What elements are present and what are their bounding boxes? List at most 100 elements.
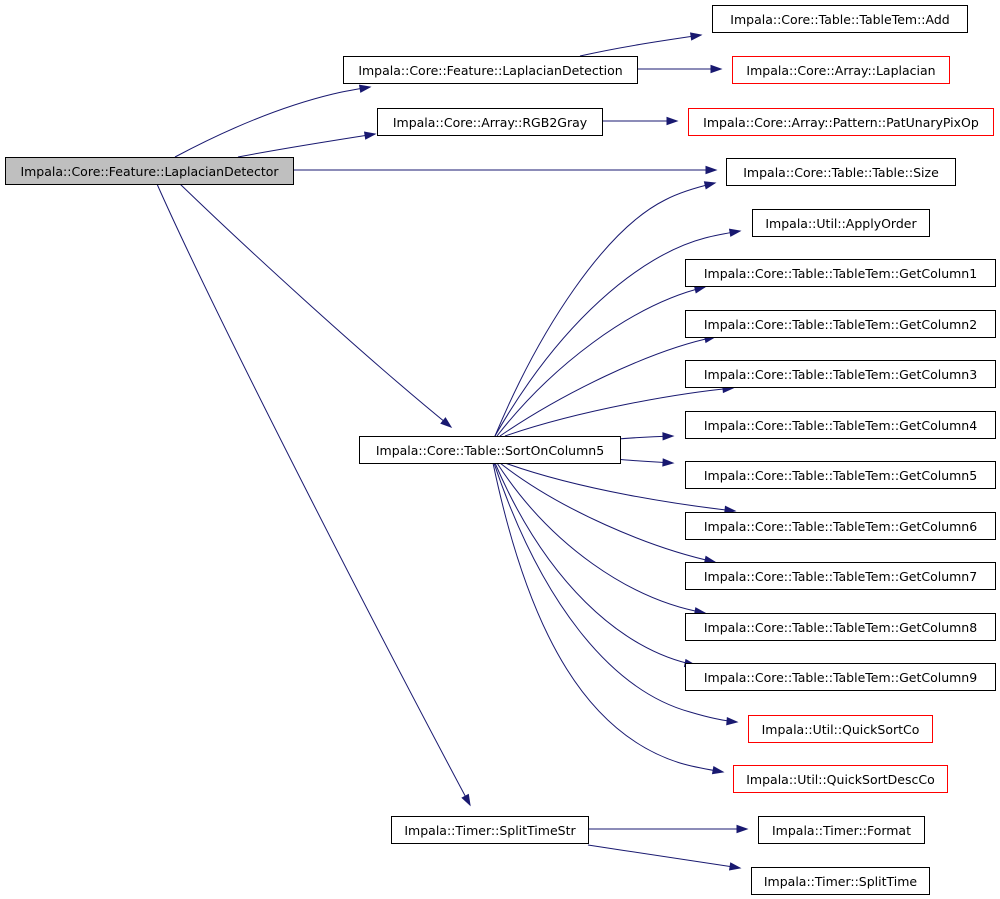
node-gc9[interactable]: Impala::Core::Table::TableTem::GetColumn… [685, 663, 996, 691]
edge-line-root-split [156, 183, 471, 806]
node-gc7[interactable]: Impala::Core::Table::TableTem::GetColumn… [685, 562, 996, 590]
edge-sort-gc5 [614, 458, 675, 467]
node-label-qsd: Impala::Util::QuickSortDescCo [746, 772, 934, 787]
node-label-pat: Impala::Core::Array::Pattern::PatUnaryPi… [703, 115, 979, 130]
node-lap[interactable]: Impala::Core::Array::Laplacian [732, 56, 950, 84]
node-gc5[interactable]: Impala::Core::Table::TableTem::GetColumn… [685, 461, 996, 489]
edge-arrowhead-root-rgb [363, 131, 377, 140]
node-label-gc5: Impala::Core::Table::TableTem::GetColumn… [704, 468, 977, 483]
node-st[interactable]: Impala::Timer::SplitTime [751, 867, 930, 895]
node-label-root: Impala::Core::Feature::LaplacianDetector [20, 164, 279, 179]
edge-line-ld-add [579, 34, 702, 57]
node-label-gc6: Impala::Core::Table::TableTem::GetColumn… [704, 519, 977, 534]
node-box-fmt [758, 816, 925, 844]
node-label-gc7: Impala::Core::Table::TableTem::GetColumn… [704, 569, 977, 584]
node-label-gc3: Impala::Core::Table::TableTem::GetColumn… [704, 367, 977, 382]
node-box-gc5 [685, 461, 996, 489]
edge-arrowhead-sort-gc4 [662, 432, 675, 441]
edge-arrowhead-root-size [705, 165, 718, 175]
node-gc8[interactable]: Impala::Core::Table::TableTem::GetColumn… [685, 613, 996, 641]
edge-line-root-ld [174, 86, 371, 158]
node-gc3[interactable]: Impala::Core::Table::TableTem::GetColumn… [685, 360, 996, 388]
edge-arrowhead-ld-add [690, 32, 703, 41]
edge-rgb-pat [602, 116, 679, 126]
edge-arrowhead-root-split [461, 793, 471, 807]
node-box-root [5, 157, 294, 185]
node-box-gc3 [685, 360, 996, 388]
edge-sort-size [494, 181, 717, 437]
edge-root-size [293, 165, 718, 175]
node-ld[interactable]: Impala::Core::Feature::LaplacianDetectio… [343, 56, 638, 84]
edge-line-split-st [587, 844, 741, 869]
edge-line-root-sort [179, 183, 452, 428]
node-box-size [726, 158, 956, 186]
edge-arrowhead-root-sort [440, 417, 453, 428]
edge-ld-lap [637, 64, 723, 74]
edge-line-sort-gc9 [494, 462, 696, 666]
node-box-sort [359, 436, 621, 464]
node-fmt[interactable]: Impala::Timer::Format [758, 816, 925, 844]
node-box-st [751, 867, 930, 895]
node-label-gc8: Impala::Core::Table::TableTem::GetColumn… [704, 620, 977, 635]
edge-line-root-rgb [237, 133, 376, 158]
edge-line-sort-apply [494, 230, 741, 437]
node-box-gc1 [685, 259, 996, 287]
edge-line-sort-gc6 [504, 462, 736, 512]
edge-root-split [156, 183, 471, 807]
edge-root-ld [174, 84, 372, 158]
edge-arrowhead-rgb-pat [666, 116, 679, 126]
node-pat[interactable]: Impala::Core::Array::Pattern::PatUnaryPi… [688, 108, 994, 136]
node-box-qs [748, 715, 933, 743]
edge-line-sort-gc8 [496, 462, 706, 614]
node-label-gc4: Impala::Core::Table::TableTem::GetColumn… [704, 418, 977, 433]
node-sort[interactable]: Impala::Core::Table::SortOnColumn5 [359, 436, 621, 464]
node-label-size: Impala::Core::Table::Table::Size [743, 165, 939, 180]
node-split[interactable]: Impala::Timer::SplitTimeStr [391, 816, 589, 844]
node-label-rgb: Impala::Core::Array::RGB2Gray [393, 115, 588, 130]
node-qs[interactable]: Impala::Util::QuickSortCo [748, 715, 933, 743]
edge-arrowhead-sort-gc5 [662, 458, 675, 467]
edge-sort-gc2 [499, 334, 717, 437]
edge-ld-add [579, 32, 703, 57]
node-label-fmt: Impala::Timer::Format [772, 823, 911, 838]
edge-arrowhead-ld-lap [710, 64, 723, 74]
edge-layer [156, 32, 749, 871]
node-box-rgb [377, 108, 603, 136]
node-box-split [391, 816, 589, 844]
edge-sort-gc8 [496, 462, 707, 616]
edge-line-sort-gc1 [496, 286, 706, 437]
edge-line-sort-size [494, 182, 716, 437]
node-gc6[interactable]: Impala::Core::Table::TableTem::GetColumn… [685, 512, 996, 540]
node-qsd[interactable]: Impala::Util::QuickSortDescCo [733, 765, 948, 793]
edge-line-sort-gc2 [499, 336, 716, 437]
node-layer: Impala::Core::Feature::LaplacianDetector… [5, 5, 996, 895]
edge-sort-apply [494, 228, 742, 437]
node-rgb[interactable]: Impala::Core::Array::RGB2Gray [377, 108, 603, 136]
edge-root-rgb [237, 131, 377, 158]
node-apply[interactable]: Impala::Util::ApplyOrder [752, 209, 930, 237]
edge-sort-gc9 [494, 462, 697, 668]
node-box-gc2 [685, 310, 996, 338]
edge-line-sort-gc3 [504, 387, 734, 437]
node-gc2[interactable]: Impala::Core::Table::TableTem::GetColumn… [685, 310, 996, 338]
node-label-qs: Impala::Util::QuickSortCo [762, 722, 920, 737]
node-gc1[interactable]: Impala::Core::Table::TableTem::GetColumn… [685, 259, 996, 287]
node-box-gc6 [685, 512, 996, 540]
node-add[interactable]: Impala::Core::Table::TableTem::Add [712, 5, 968, 33]
node-label-gc1: Impala::Core::Table::TableTem::GetColumn… [704, 266, 977, 281]
node-label-gc2: Impala::Core::Table::TableTem::GetColumn… [704, 317, 977, 332]
node-gc4[interactable]: Impala::Core::Table::TableTem::GetColumn… [685, 411, 996, 439]
node-root[interactable]: Impala::Core::Feature::LaplacianDetector [5, 157, 294, 185]
node-label-ld: Impala::Core::Feature::LaplacianDetectio… [358, 63, 622, 78]
node-size[interactable]: Impala::Core::Table::Table::Size [726, 158, 956, 186]
node-box-gc9 [685, 663, 996, 691]
node-box-ld [343, 56, 638, 84]
edge-arrowhead-sort-apply [728, 228, 742, 237]
edge-arrowhead-split-fmt [736, 824, 749, 834]
node-label-split: Impala::Timer::SplitTimeStr [404, 823, 576, 838]
node-box-add [712, 5, 968, 33]
node-label-apply: Impala::Util::ApplyOrder [765, 216, 917, 231]
node-label-lap: Impala::Core::Array::Laplacian [746, 63, 935, 78]
node-label-add: Impala::Core::Table::TableTem::Add [730, 12, 949, 27]
